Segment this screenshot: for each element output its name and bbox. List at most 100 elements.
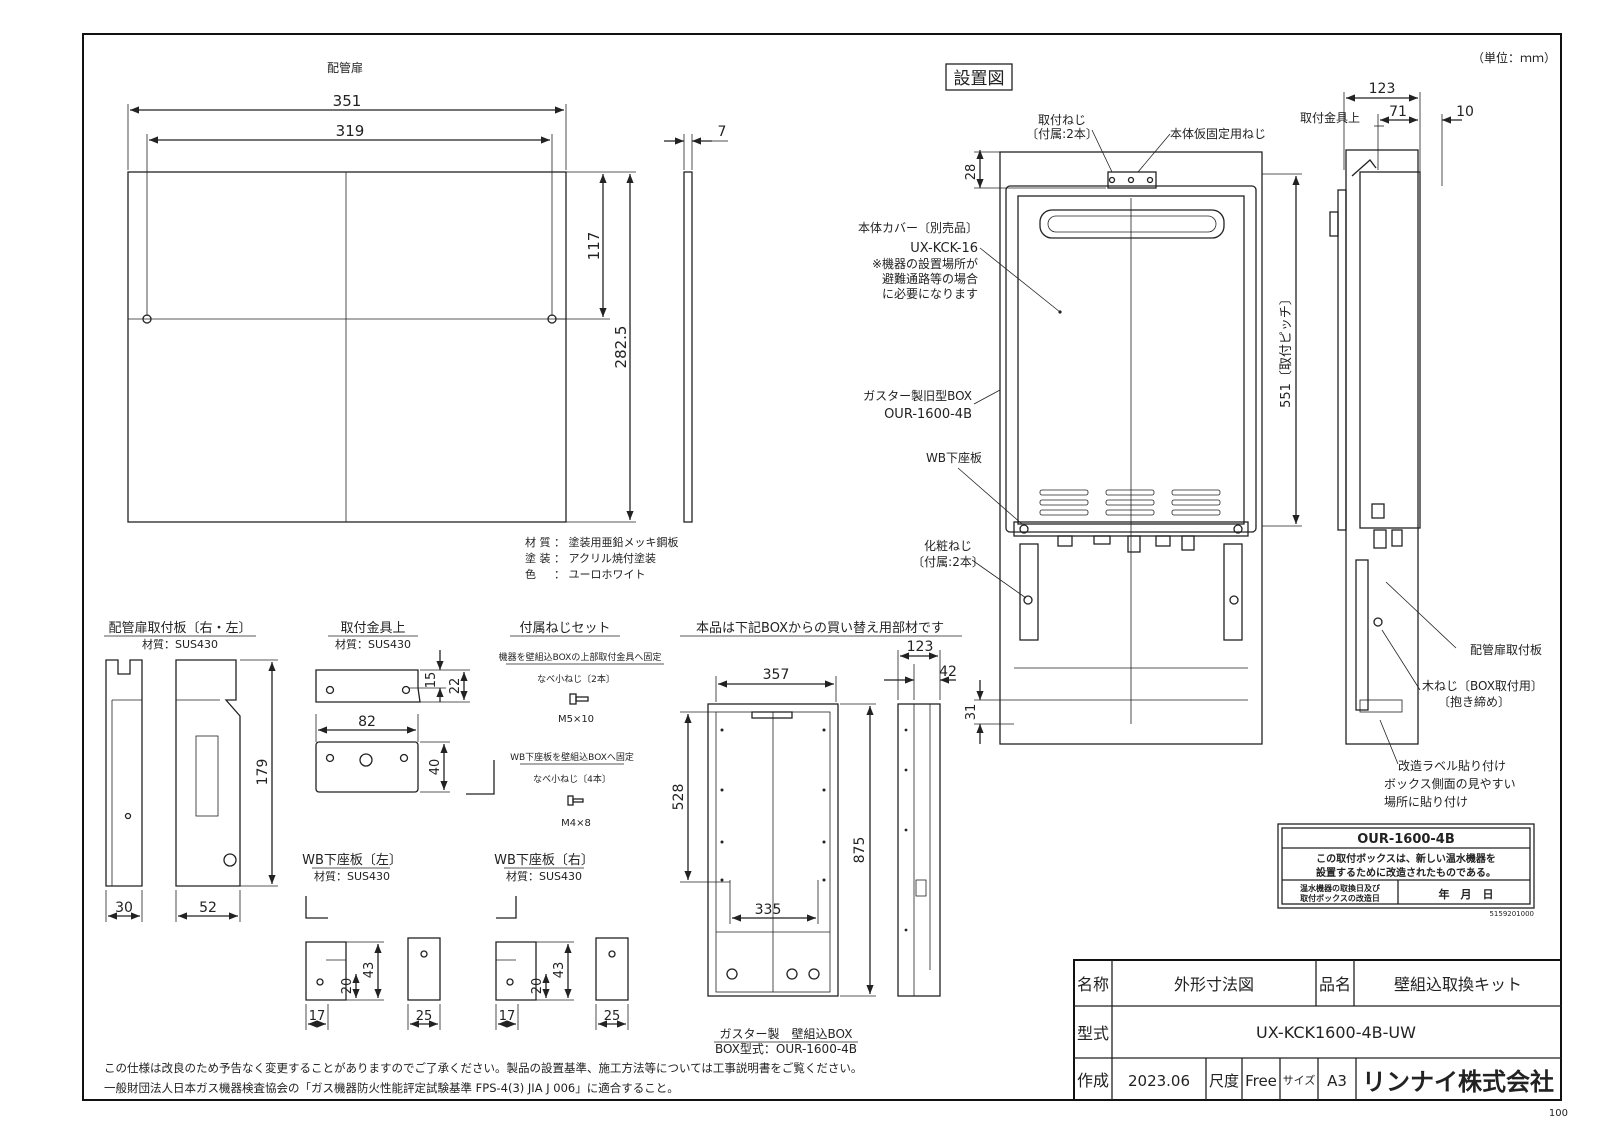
- mount-screw-count: 〔付属:2本〕: [1026, 127, 1098, 141]
- label-row-a: 温水機器の取換日及び: [1300, 883, 1380, 893]
- door-title: 配管扉: [327, 60, 363, 75]
- plates-dim-52: 52: [199, 900, 217, 916]
- tb-name-value: 外形寸法図: [1174, 975, 1254, 994]
- box-side-dim-123: 123: [907, 639, 934, 655]
- cover-label: 本体カバー〔別売品〕: [858, 220, 978, 235]
- label-code: 5159201000: [1489, 910, 1534, 918]
- old-box-outline: [999, 151, 1263, 745]
- old-box-model: OUR-1600-4B: [884, 407, 972, 422]
- door-side-profile: [683, 171, 693, 523]
- installation-view: 設置図: [858, 63, 1384, 745]
- install-title: 設置図: [954, 69, 1005, 89]
- wood-screw-note: 〔抱き締め〕: [1438, 694, 1510, 709]
- side-door-plate: [1355, 559, 1369, 711]
- bottom-louvers: [1039, 489, 1221, 516]
- cosmetic-screw-left: [1023, 595, 1033, 605]
- side-bracket: [1351, 159, 1377, 177]
- box-side-holes: [904, 728, 908, 932]
- box-dim-528: 528: [671, 784, 687, 811]
- wb-plate-left: WB下座板〔左〕 材質：SUS430 43 20 17 25: [302, 853, 441, 1030]
- cover-note-1: ※機器の設置場所が: [872, 256, 978, 271]
- cosmetic-screw-right: [1229, 595, 1239, 605]
- title-block: 名称 外形寸法図 品名 壁組込取換キット 型式 UX-KCK1600-4B-UW…: [1073, 959, 1562, 1101]
- door-hole-left: [142, 314, 152, 324]
- tb-size-label: サイズ: [1283, 1073, 1316, 1087]
- dim-282-5: 282.5: [612, 326, 630, 369]
- wb-right-dim-43: 43: [552, 962, 567, 979]
- bracket-front: [315, 669, 421, 703]
- bracket-material: 材質：SUS430: [335, 637, 411, 651]
- footer-note-1: この仕様は改良のため予告なく変更することがありますのでご了承ください。製品の設置…: [104, 1061, 862, 1075]
- dim-117: 117: [585, 232, 603, 261]
- door-plate-right: [1223, 543, 1243, 641]
- side-dim-71: 71: [1389, 104, 1407, 120]
- plates-title: 配管扉取付板〔右・左〕: [108, 620, 251, 636]
- label-sticker-note-1: ボックス側面の見やすい: [1384, 777, 1516, 791]
- footer-note-2: 一般財団法人日本ガス機器検査協会の「ガス機器防火性能評定試験基準 FPS-4(3…: [104, 1081, 679, 1095]
- sheet-frame: [82, 33, 1562, 1101]
- box-caption-1: ガスター製 壁組込BOX: [720, 1026, 853, 1041]
- cover-model: UX-KCK-16: [910, 241, 978, 256]
- tb-scale-label: 尺度: [1209, 1072, 1239, 1090]
- dim-319: 319: [336, 122, 365, 140]
- cover-note-2: 避難通路等の場合: [882, 271, 978, 286]
- door-material-2: 塗 装 ： アクリル焼付塗装: [525, 551, 656, 565]
- side-box-outline: [1345, 149, 1419, 745]
- side-dim-10: 10: [1456, 104, 1474, 120]
- tb-scale-value: Free: [1245, 1072, 1277, 1090]
- piping-door-view: 配管扉 351 319 117 282.5 7 材 質 ： 塗装用亜鉛メッキ鋼板…: [127, 60, 728, 581]
- wb-left-dim-20: 20: [340, 978, 355, 995]
- bracket-profile: [466, 760, 495, 795]
- wb-right-title: WB下座板〔右〕: [494, 853, 594, 868]
- dim-551: 551〔取付ピッチ〕: [1279, 292, 1294, 408]
- tb-company: リンナイ株式会社: [1362, 1068, 1554, 1096]
- box-dim-335: 335: [755, 902, 782, 918]
- plates-dim-30: 30: [115, 900, 133, 916]
- wb-left-dim-43: 43: [362, 962, 377, 979]
- door-panel: [127, 171, 567, 523]
- tb-name-label: 名称: [1077, 975, 1109, 994]
- page-number: 100: [1549, 1108, 1568, 1119]
- wb-left-material: 材質：SUS430: [314, 869, 390, 883]
- bracket-top-label: 取付金具上: [1300, 110, 1360, 125]
- box-caption-2: BOX型式：OUR-1600-4B: [715, 1042, 857, 1056]
- wb-right-dim-20: 20: [530, 978, 545, 995]
- dim-31: 31: [964, 704, 979, 721]
- tb-made-value: 2023.06: [1128, 1072, 1190, 1090]
- door-plate-label: 配管扉取付板: [1470, 642, 1542, 657]
- plate-side-right: [175, 659, 241, 887]
- tb-model-label: 型式: [1077, 1024, 1109, 1043]
- old-box-label: ガスター製旧型BOX: [863, 389, 972, 403]
- temp-fix-screw-label: 本体仮固定用ねじ: [1170, 126, 1266, 141]
- screws-pan-2: なべ小ねじ〔4本〕: [533, 773, 611, 785]
- cosmetic-screw-label: 化粧ねじ: [924, 539, 972, 553]
- wb-right-dim-17: 17: [499, 1009, 516, 1024]
- tb-size-value: A3: [1327, 1072, 1347, 1090]
- dim-28: 28: [964, 164, 979, 181]
- side-mount-rail: [1337, 189, 1347, 531]
- screw-m5-icon: [569, 693, 589, 705]
- vent-grille: [1039, 209, 1225, 239]
- label-date: 年 月 日: [1439, 887, 1494, 901]
- screws-title: 付属ねじセット: [519, 621, 610, 636]
- screw-set: 付属ねじセット 機器を壁組込BOXの上部取付金具へ固定 なべ小ねじ〔2本〕 M5…: [499, 621, 664, 829]
- screws-size-2: M4×8: [561, 818, 591, 829]
- wb-left-side: [407, 937, 441, 1001]
- label-line-1: この取付ボックスは、新しい温水機器を: [1316, 852, 1496, 865]
- bracket-dim-15: 15: [424, 672, 439, 689]
- dim-7: 7: [718, 124, 727, 140]
- replacement-box-view: 本品は下記BOXからの買い替え用部材です 357 528 335 875: [671, 620, 962, 1056]
- bracket-dim-40: 40: [428, 759, 443, 776]
- plates-material: 材質：SUS430: [142, 637, 218, 651]
- pipe-fittings: [1057, 535, 1195, 553]
- wb-right-side: [595, 937, 629, 1001]
- install-title-box: [945, 63, 1013, 91]
- box-side-dim-42: 42: [939, 664, 957, 680]
- box-dim-357: 357: [763, 667, 790, 683]
- bracket-title: 取付金具上: [340, 620, 405, 636]
- wb-left-title: WB下座板〔左〕: [302, 853, 402, 868]
- bracket-dim-82: 82: [358, 714, 376, 730]
- screws-note-1: 機器を壁組込BOXの上部取付金具へ固定: [499, 651, 662, 663]
- modification-label: OUR-1600-4B この取付ボックスは、新しい温水機器を 設置するために改造…: [1277, 823, 1535, 918]
